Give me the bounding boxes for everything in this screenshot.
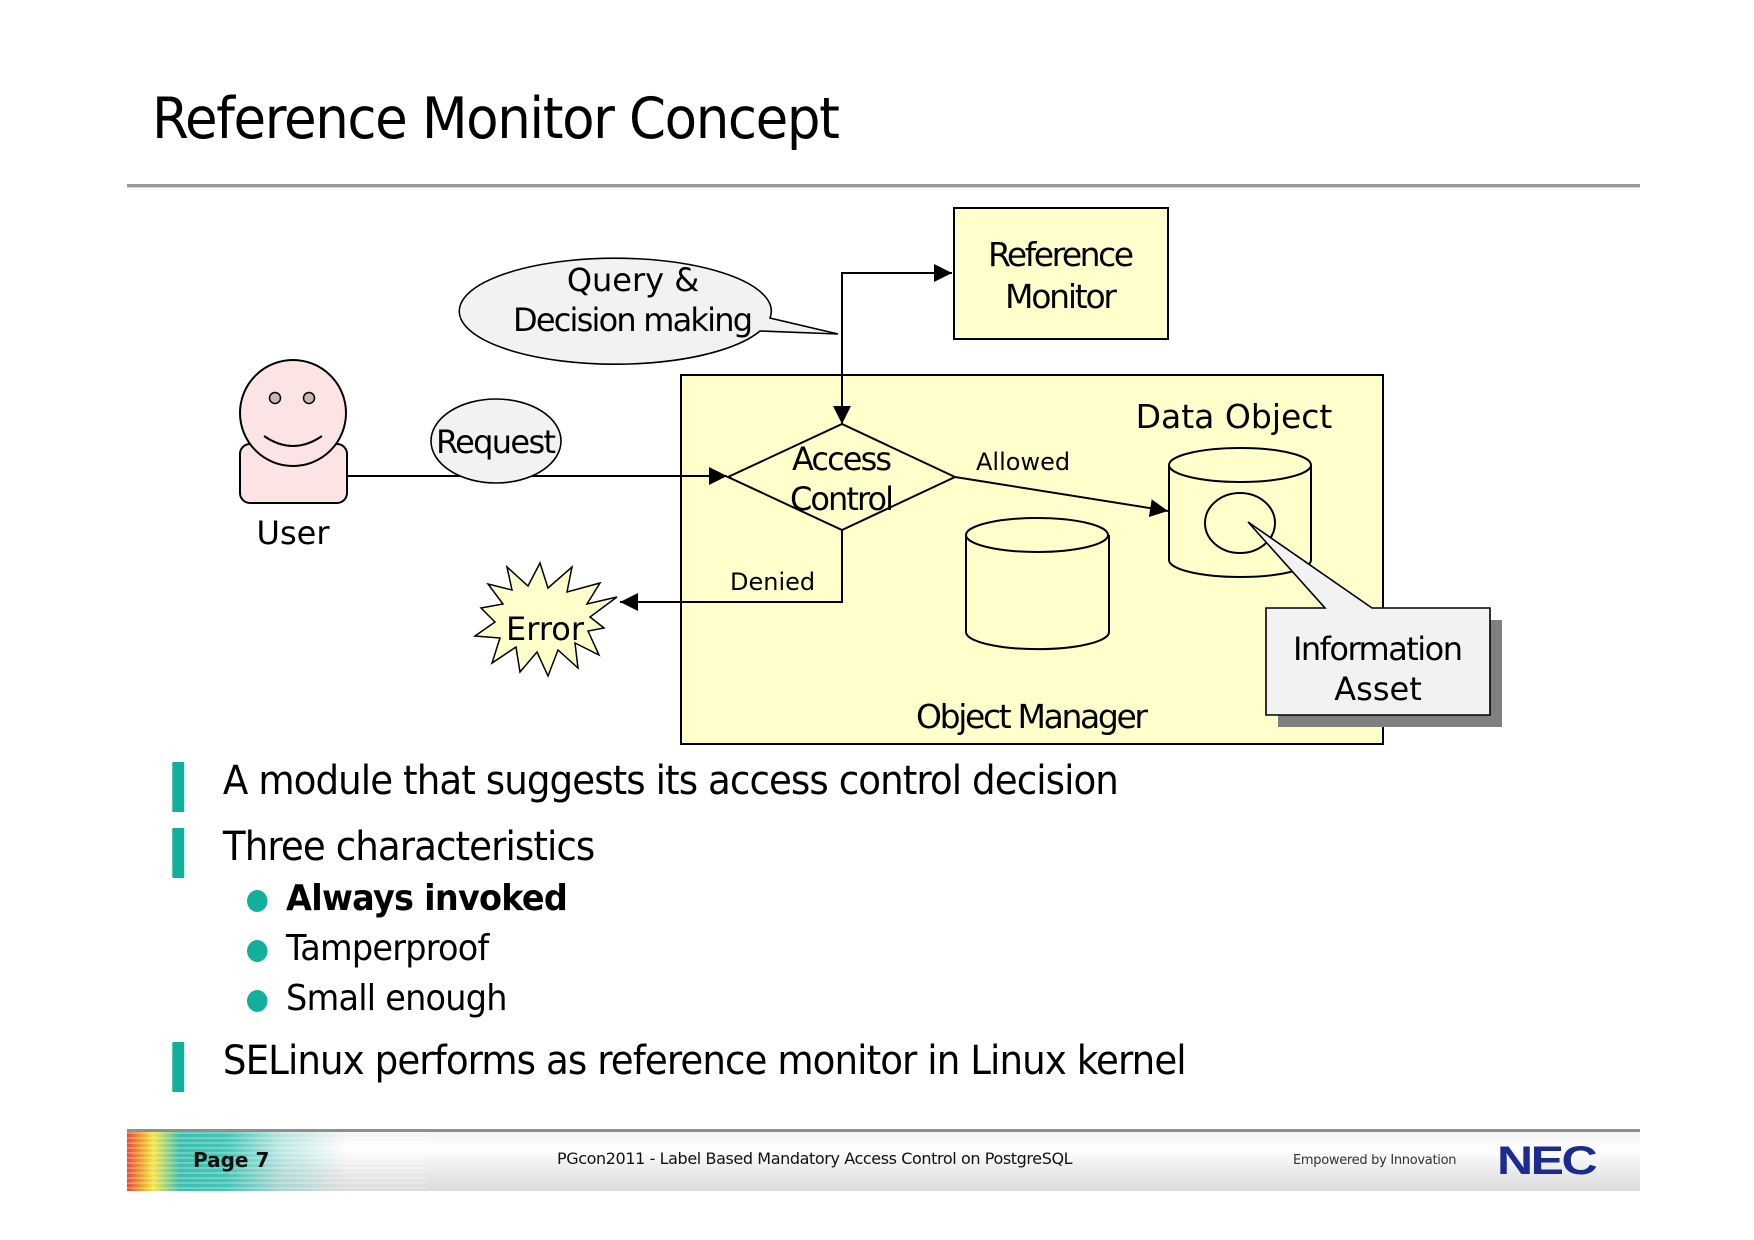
access-control-label-2: Control <box>790 480 894 518</box>
denied-label: Denied <box>730 568 815 596</box>
information-asset-callout <box>1247 521 1491 716</box>
nec-logo: NEC <box>1497 1139 1598 1183</box>
bullet-dot-icon <box>247 940 268 962</box>
slide-footer: Page 7 PGcon2011 - Label Based Mandatory… <box>127 1129 1640 1191</box>
slide-title: Reference Monitor Concept <box>152 86 840 152</box>
bullet-dot-icon <box>247 890 268 912</box>
reference-monitor-label-1: Reference <box>988 235 1134 274</box>
user-avatar <box>239 359 348 504</box>
bullet-bar-icon <box>172 762 185 812</box>
request-bubble <box>430 398 562 484</box>
user-eye-left <box>268 391 282 405</box>
query-decision-bubble <box>458 257 839 366</box>
title-divider <box>127 184 1640 188</box>
footer-rainbow-decoration <box>127 1132 347 1191</box>
user-label: User <box>257 514 331 552</box>
footer-presentation-title: PGcon2011 - Label Based Mandatory Access… <box>557 1149 1073 1168</box>
object-manager-label: Object Manager <box>916 697 1148 736</box>
request-label: Request <box>436 423 556 461</box>
access-control-label-1: Access <box>792 440 892 478</box>
user-smile <box>263 435 323 447</box>
bullet-dot-icon <box>247 990 268 1012</box>
page-number: Page 7 <box>193 1148 270 1172</box>
information-asset-label-1: Information <box>1293 630 1463 668</box>
reference-monitor-box <box>953 207 1169 340</box>
error-label: Error <box>506 610 585 648</box>
monitor-query-connector <box>841 264 952 424</box>
reference-monitor-label-2: Monitor <box>1005 277 1117 316</box>
bullet-bar-icon <box>172 1042 185 1092</box>
user-eye-right <box>302 391 316 405</box>
error-starburst <box>472 561 618 678</box>
allowed-arrow <box>954 476 1169 518</box>
storage-cylinder <box>965 517 1110 651</box>
data-object-label: Data Object <box>1136 397 1333 436</box>
query-bubble-line-2: Decision making <box>513 301 753 339</box>
footer-tagline: Empowered by Innovation <box>1293 1153 1457 1168</box>
denied-arrow <box>620 530 843 611</box>
query-bubble-line-1: Query & <box>567 261 699 299</box>
information-asset-label-2: Asset <box>1334 670 1421 708</box>
user-head <box>239 359 347 467</box>
bullet-bar-icon <box>172 828 185 878</box>
information-asset-circle <box>1204 492 1276 554</box>
allowed-label: Allowed <box>976 448 1070 476</box>
footer-stripes-decoration <box>127 1132 427 1191</box>
